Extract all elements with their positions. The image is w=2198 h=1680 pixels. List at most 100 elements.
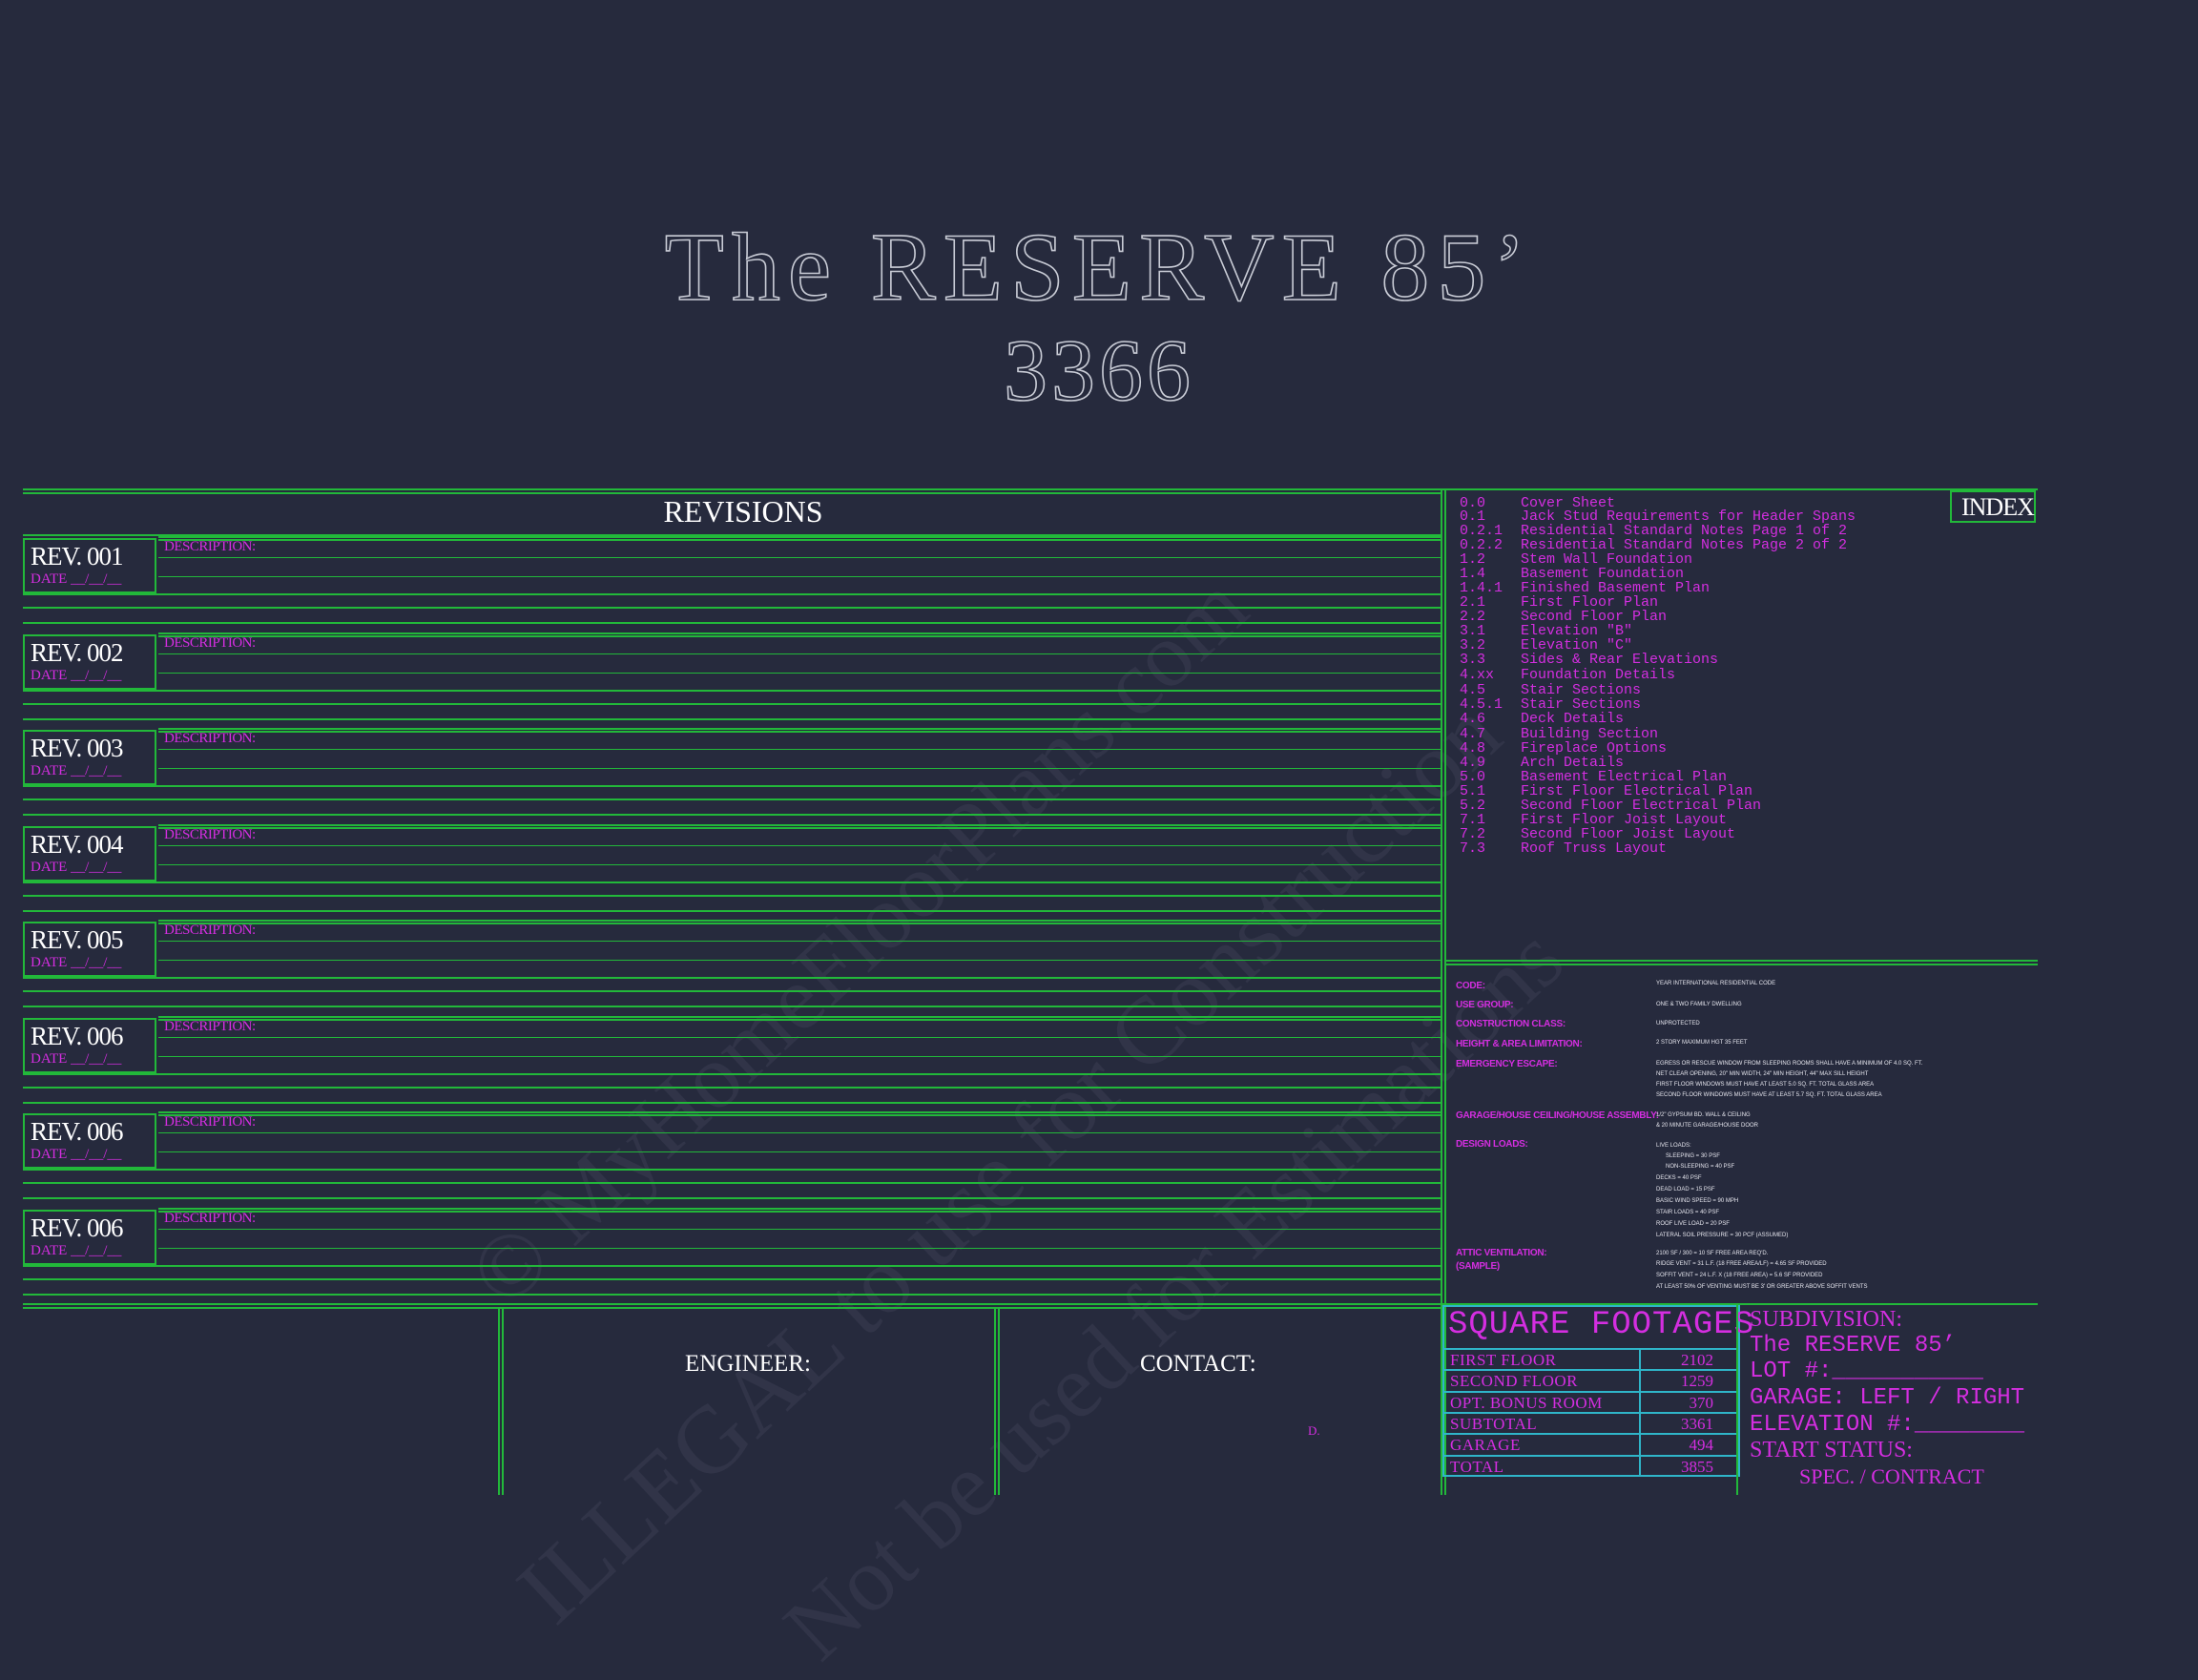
engineer-label: ENGINEER: <box>685 1351 811 1377</box>
index-item-title: First Floor Electrical Plan <box>1521 783 1753 799</box>
index-item-number: 3.2 <box>1460 637 1486 653</box>
square-footage-label: FIRST FLOOR <box>1450 1351 1557 1369</box>
emergency-escape-label: EMERGENCY ESCAPE: <box>1456 1059 1558 1069</box>
use-group-value: ONE & TWO FAMILY DWELLING <box>1656 1002 1742 1007</box>
lot-number: LOT #:___________ <box>1750 1359 1983 1384</box>
elevation-number: ELEVATION #:________ <box>1750 1412 2025 1438</box>
index-item-title: Building Section <box>1521 726 1659 742</box>
index-item-number: 1.2 <box>1460 551 1486 568</box>
square-footage-label: SUBTOTAL <box>1450 1415 1538 1433</box>
revision-description-label: DESCRIPTION: <box>164 923 256 938</box>
index-item-title: Basement Electrical Plan <box>1521 769 1728 785</box>
index-item-title: Second Floor Plan <box>1521 609 1668 625</box>
square-footage-label: SECOND FLOOR <box>1450 1372 1578 1390</box>
index-item-title: Sides & Rear Elevations <box>1521 652 1719 668</box>
index-item-title: Residential Standard Notes Page 2 of 2 <box>1521 537 1848 553</box>
height-area-value: 2 STORY MAXIMUM HGT 35 FEET <box>1656 1040 1748 1046</box>
design-loads-value-8: ROOF LIVE LOAD = 20 PSF <box>1656 1221 1730 1227</box>
plan-number: 3366 <box>1003 321 1194 420</box>
revision-description-label: DESCRIPTION: <box>164 1019 256 1034</box>
attic-ventilation-value-1: 2100 SF / 300 = 10 SF FREE AREA REQ'D. <box>1656 1251 1769 1256</box>
contact-note: D. <box>1308 1423 1320 1438</box>
square-footage-label: TOTAL <box>1450 1458 1504 1476</box>
index-item-number: 4.7 <box>1460 726 1486 742</box>
design-loads-value-4: DECKS = 40 PSF <box>1656 1175 1702 1181</box>
revision-description-label: DESCRIPTION: <box>164 1114 256 1130</box>
index-item-title: Stair Sections <box>1521 696 1642 713</box>
index-item-title: Roof Truss Layout <box>1521 840 1668 857</box>
construction-class-value: UNPROTECTED <box>1656 1021 1700 1027</box>
index-item-number: 7.1 <box>1460 812 1486 828</box>
garage-assembly-value-2: & 20 MINUTE GARAGE/HOUSE DOOR <box>1656 1123 1759 1129</box>
emergency-escape-value-1: EGRESS OR RESCUE WINDOW FROM SLEEPING RO… <box>1656 1061 1923 1067</box>
revision-date[interactable]: DATE __/__/__ <box>31 1243 122 1258</box>
revision-date[interactable]: DATE __/__/__ <box>31 763 122 778</box>
index-item-number: 4.8 <box>1460 740 1486 757</box>
index-item-title: Foundation Details <box>1521 667 1676 683</box>
revision-description-label: DESCRIPTION: <box>164 539 256 554</box>
index-item-number: 3.3 <box>1460 652 1486 668</box>
revision-date[interactable]: DATE __/__/__ <box>31 1051 122 1067</box>
index-item-number: 7.3 <box>1460 840 1486 857</box>
index-item-number: 4.5 <box>1460 682 1486 698</box>
revision-date[interactable]: DATE __/__/__ <box>31 955 122 970</box>
revision-label: REV. 002 <box>31 638 124 667</box>
design-loads-value-7: STAIR LOADS = 40 PSF <box>1656 1210 1720 1215</box>
square-footage-value: 2102 <box>1681 1351 1713 1369</box>
square-footage-row: SUBTOTAL 3361 <box>1442 1412 1740 1433</box>
revision-description-label: DESCRIPTION: <box>164 635 256 651</box>
revision-label: REV. 006 <box>31 1213 124 1242</box>
square-footage-value: 1259 <box>1681 1372 1713 1390</box>
revision-date[interactable]: DATE __/__/__ <box>31 668 122 683</box>
square-footage-value: 3361 <box>1681 1415 1713 1433</box>
square-footage-label: GARAGE <box>1450 1436 1521 1454</box>
square-footage-value: 370 <box>1689 1394 1714 1412</box>
design-loads-value-3: NON-SLEEPING = 40 PSF <box>1666 1164 1735 1170</box>
index-item-title: Deck Details <box>1521 711 1625 727</box>
index-item-title: Elevation "C" <box>1521 637 1633 653</box>
revision-date[interactable]: DATE __/__/__ <box>31 860 122 875</box>
design-loads-value-5: DEAD LOAD = 15 PSF <box>1656 1187 1715 1193</box>
index-item-number: 0.2.1 <box>1460 523 1503 539</box>
design-loads-value-6: BASIC WIND SPEED = 90 MPH <box>1656 1198 1739 1204</box>
revision-date[interactable]: DATE __/__/__ <box>31 1147 122 1162</box>
index-item-number: 5.2 <box>1460 798 1486 814</box>
index-item-number: 5.0 <box>1460 769 1486 785</box>
subdivision-label: SUBDIVISION: <box>1750 1307 1903 1332</box>
index-item-title: Elevation "B" <box>1521 623 1633 639</box>
attic-ventilation-label: ATTIC VENTILATION: <box>1456 1248 1547 1258</box>
plan-title: The RESERVE 85’ <box>664 213 1534 322</box>
emergency-escape-value-2: NET CLEAR OPENING, 20" MIN WIDTH, 24" MI… <box>1656 1071 1869 1077</box>
square-footage-value: 3855 <box>1681 1458 1713 1476</box>
index-item-title: Second Floor Joist Layout <box>1521 826 1736 842</box>
start-status: START STATUS: <box>1750 1438 1913 1462</box>
index-item-title: First Floor Joist Layout <box>1521 812 1728 828</box>
code-label: CODE: <box>1456 981 1485 991</box>
revision-description-label: DESCRIPTION: <box>164 827 256 842</box>
attic-ventilation-value-3: SOFFIT VENT = 24 L.F. X (18 FREE AREA) =… <box>1656 1273 1823 1278</box>
square-footage-value: 494 <box>1689 1436 1714 1454</box>
subdivision-name: The RESERVE 85’ <box>1750 1333 1957 1359</box>
design-loads-value-1: LIVE LOADS: <box>1656 1143 1691 1149</box>
square-footage-row: FIRST FLOOR 2102 <box>1442 1348 1740 1369</box>
revision-label: REV. 001 <box>31 542 124 570</box>
revision-description-label: DESCRIPTION: <box>164 731 256 746</box>
index-item-number: 4.5.1 <box>1460 696 1503 713</box>
square-footage-row: TOTAL 3855 <box>1442 1455 1740 1476</box>
attic-ventilation-value-2: RIDGE VENT = 31 L.F. (18 FREE AREA/LF) =… <box>1656 1261 1827 1267</box>
index-label: INDEX <box>1961 493 2035 521</box>
index-item-title: Arch Details <box>1521 755 1625 771</box>
index-item-number: 4.9 <box>1460 755 1486 771</box>
index-item-title: Second Floor Electrical Plan <box>1521 798 1762 814</box>
revision-label: REV. 004 <box>31 830 124 859</box>
garage-assembly-label: GARAGE/HOUSE CEILING/HOUSE ASSEMBLY: <box>1456 1110 1659 1121</box>
attic-ventilation-sample-label: (SAMPLE) <box>1456 1261 1500 1272</box>
revision-date[interactable]: DATE __/__/__ <box>31 571 122 587</box>
